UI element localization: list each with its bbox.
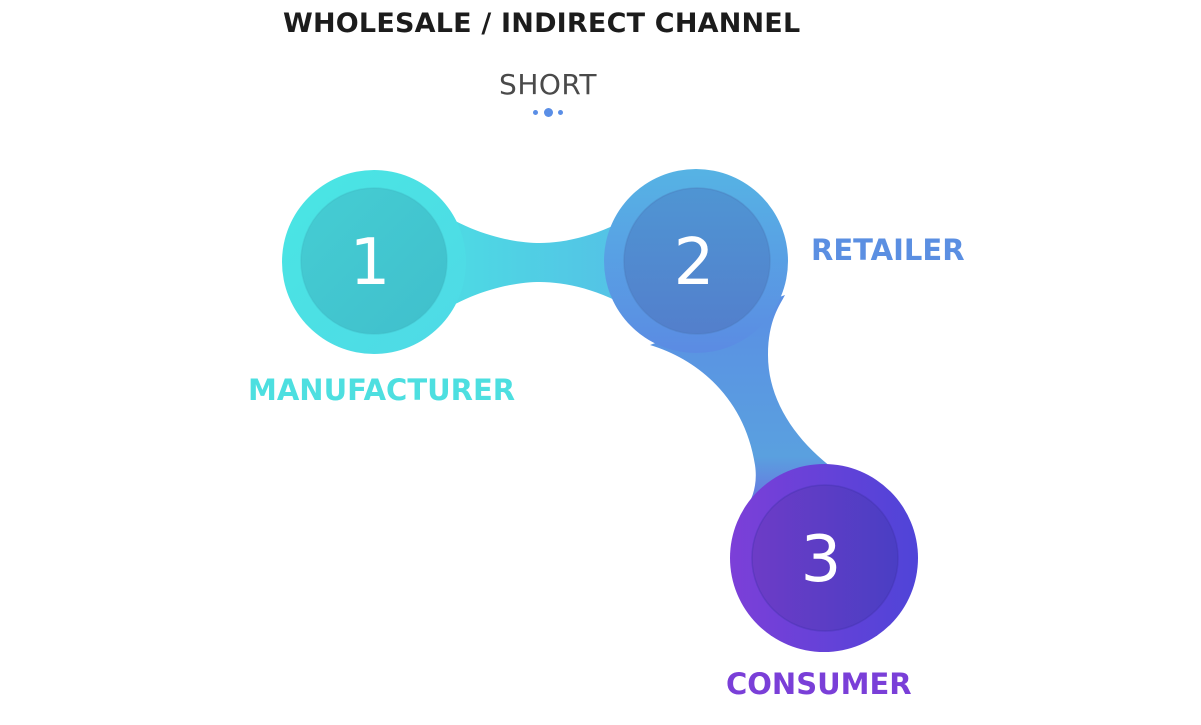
dot-right bbox=[558, 110, 563, 115]
stage-node-3: 3 bbox=[730, 464, 918, 652]
stage-node-2: 2 bbox=[604, 169, 788, 353]
dot-center bbox=[544, 108, 553, 117]
stage-number-1: 1 bbox=[350, 226, 391, 300]
stage-number-2: 2 bbox=[674, 226, 715, 300]
stage-node-1: 1 bbox=[282, 170, 466, 354]
decorative-dots bbox=[533, 107, 565, 119]
connector-1-2 bbox=[430, 205, 640, 320]
stage-label-manufacturer: MANUFACTURER bbox=[248, 373, 516, 407]
dot-left bbox=[533, 110, 538, 115]
stage-label-consumer: CONSUMER bbox=[726, 667, 912, 701]
stage-number-3: 3 bbox=[801, 523, 842, 597]
diagram-subtitle: SHORT bbox=[499, 68, 597, 101]
stage-label-retailer: RETAILER bbox=[811, 233, 965, 267]
diagram-title: WHOLESALE / INDIRECT CHANNEL bbox=[283, 8, 801, 39]
